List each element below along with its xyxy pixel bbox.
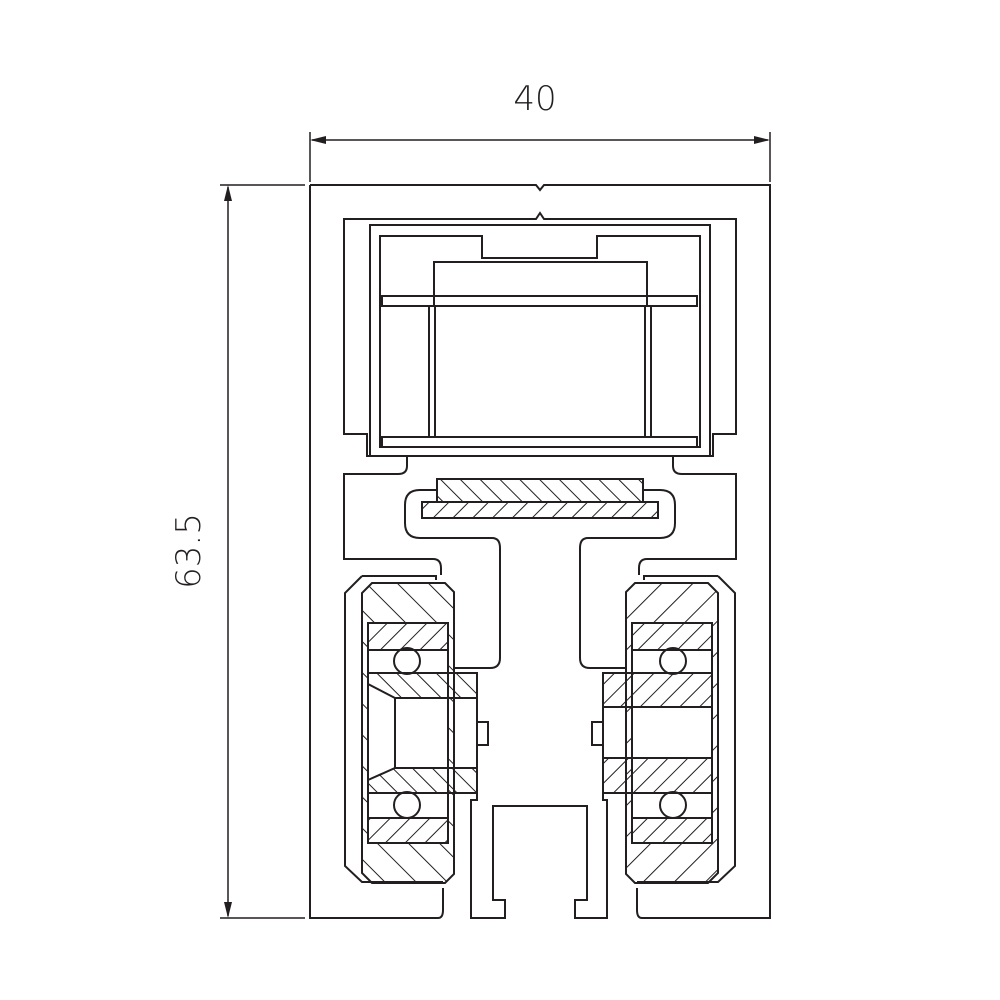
height-dimension-label: 63.5 (169, 513, 209, 589)
right-roller-wheel (602, 582, 719, 884)
brake-pad (421, 478, 659, 519)
carriage-body (369, 224, 711, 457)
left-roller-wheel (361, 582, 478, 884)
width-dimension: 40 (309, 79, 771, 182)
aluminium-track-profile (309, 184, 771, 919)
width-dimension-label: 40 (513, 79, 556, 119)
height-dimension: 63.5 (169, 184, 305, 919)
